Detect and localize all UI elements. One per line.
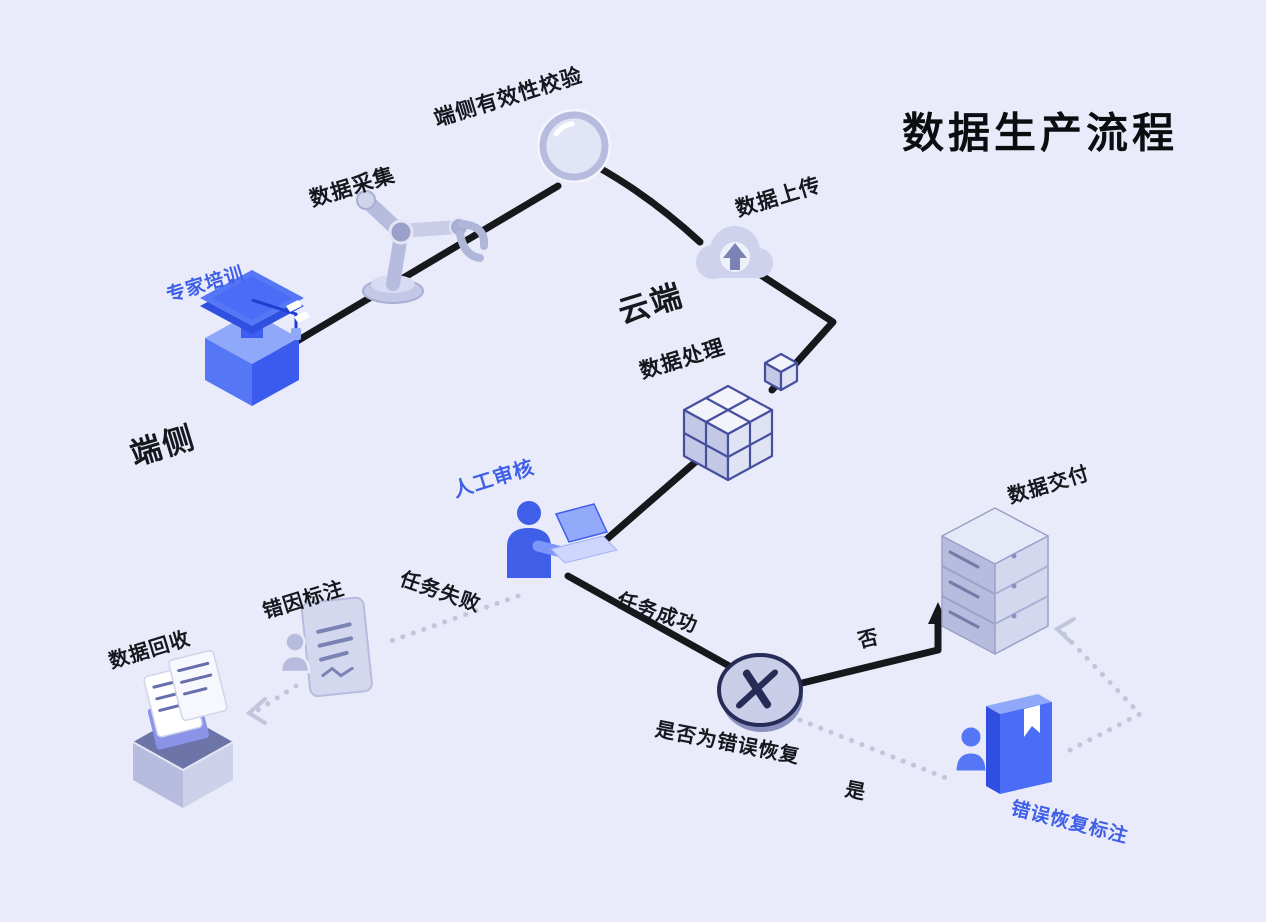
flow-review-to-decision — [564, 572, 744, 676]
flow-decision-to-delivery — [794, 612, 942, 688]
main-flow-line — [278, 162, 942, 688]
laptop-base — [550, 535, 618, 564]
bookmark-ribbon — [1024, 705, 1040, 737]
flow-check-to-upload — [592, 162, 704, 246]
recycle-box-icon — [132, 649, 234, 808]
edge-recovery-to-delivery-line — [1059, 629, 1145, 753]
server-icon — [941, 507, 1049, 655]
magnifier-icon — [537, 109, 611, 183]
robot-arm-icon — [356, 190, 489, 304]
podium-tab-decor — [286, 300, 302, 312]
delivery-arrow-chevron — [1053, 617, 1076, 645]
error-doc-icon — [279, 596, 373, 698]
cloud-upload-icon — [696, 226, 773, 279]
recycle-arrow-chevron — [245, 697, 267, 725]
reviewer-person-icon — [507, 499, 618, 578]
flow-training-to-check — [278, 182, 562, 354]
decision-node-icon — [717, 653, 803, 732]
page-title: 数据生产流程 — [901, 108, 1179, 158]
laptop-screen — [554, 503, 609, 543]
dotted-connectors — [245, 593, 1145, 781]
flow-processing-to-review — [596, 454, 704, 549]
edge-yes-line — [797, 717, 949, 781]
data-cube-icon — [682, 352, 799, 482]
recovery-book-icon — [953, 694, 1052, 794]
edge-task-failed-line — [385, 593, 521, 645]
expert-training-icon — [200, 270, 310, 406]
edge-annotation-to-recycle-line — [255, 683, 299, 713]
podium-tab-decor — [294, 311, 310, 323]
upload-arrow — [723, 243, 747, 258]
